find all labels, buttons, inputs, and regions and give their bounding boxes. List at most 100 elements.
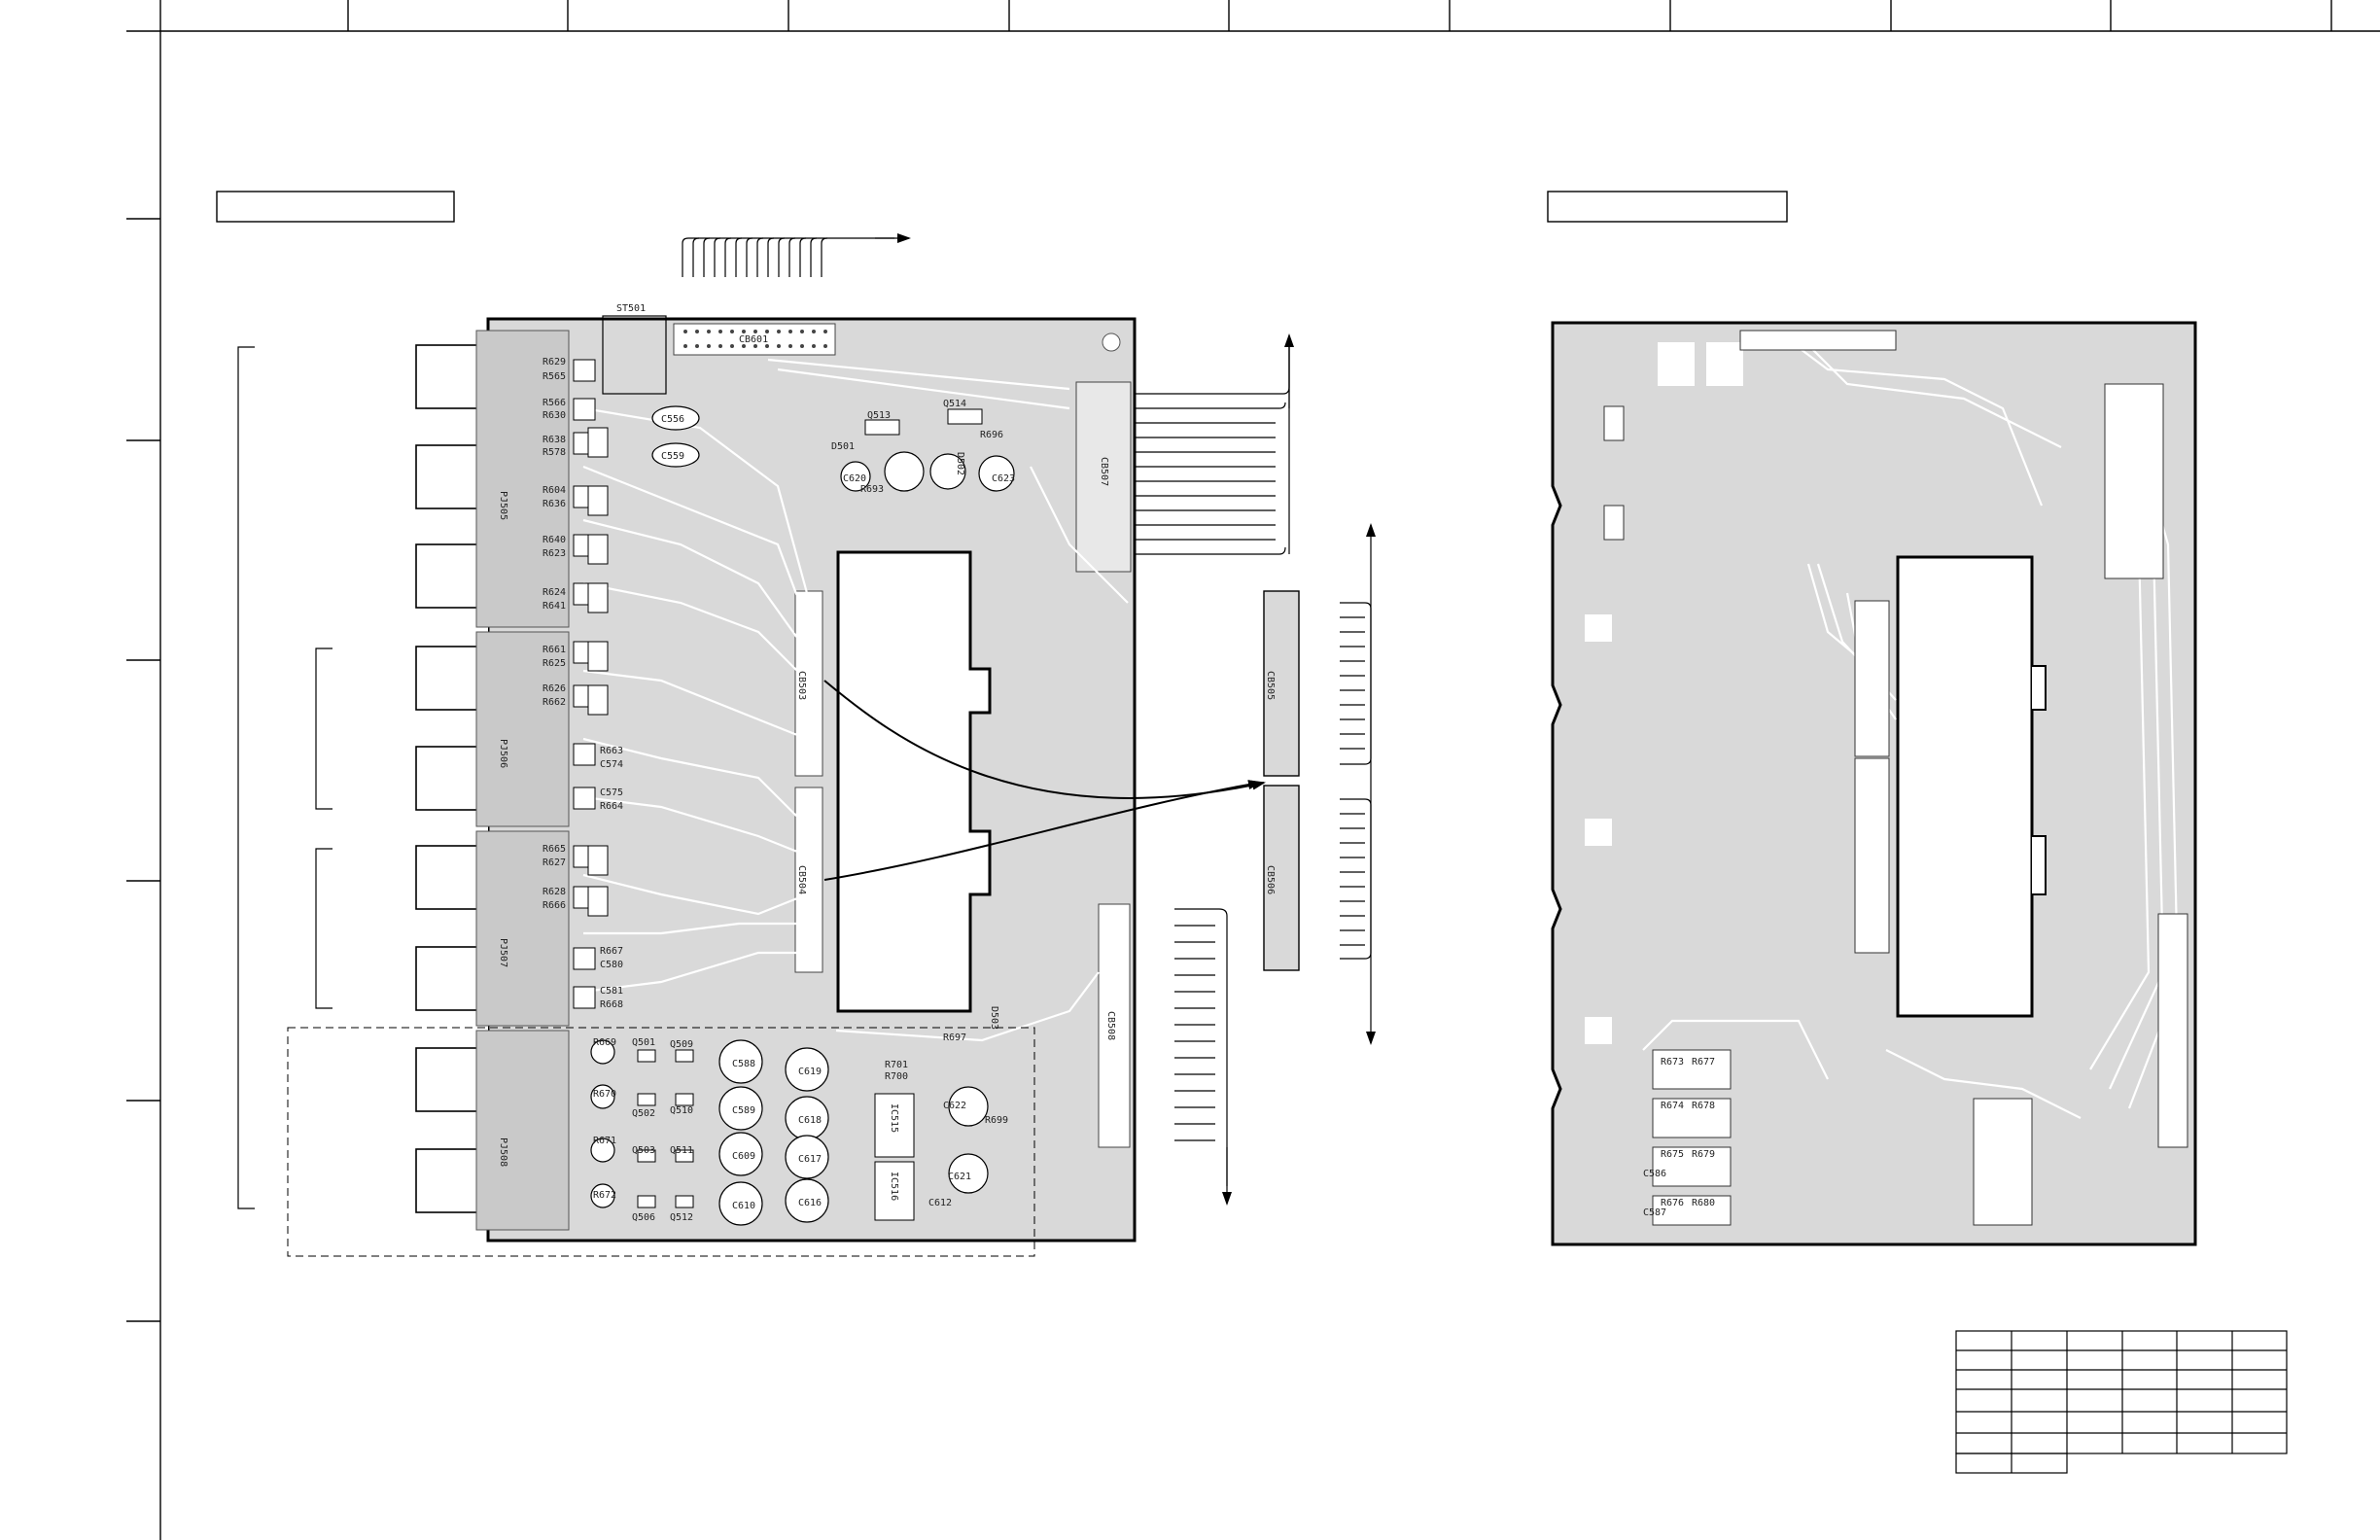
- svg-text:Q513: Q513: [867, 410, 891, 421]
- ic-516-label: IC516: [889, 1172, 899, 1201]
- svg-text:R663: R663: [600, 746, 623, 756]
- svg-text:C616: C616: [798, 1198, 822, 1208]
- svg-text:R629: R629: [542, 357, 566, 368]
- sheet-frame: [126, 0, 2380, 1540]
- svg-text:R680: R680: [1692, 1198, 1715, 1208]
- svg-text:Q506: Q506: [632, 1212, 655, 1223]
- svg-text:Q511: Q511: [670, 1145, 693, 1156]
- connector-cb506-label: CB506: [1265, 865, 1276, 894]
- jack-pj505-label: PJ505: [498, 491, 508, 520]
- svg-text:R696: R696: [980, 430, 1003, 440]
- svg-text:R641: R641: [542, 601, 566, 612]
- svg-text:C556: C556: [661, 414, 684, 425]
- diode-d503-label: D503: [989, 1006, 999, 1030]
- svg-text:R627: R627: [542, 858, 566, 868]
- svg-text:R638: R638: [542, 435, 566, 445]
- cable-fan-upper: [1136, 333, 1294, 555]
- svg-text:R566: R566: [542, 398, 566, 408]
- connector-cb601-label: CB601: [739, 334, 768, 345]
- connector-cb504-label: CB504: [796, 865, 807, 894]
- right-title-box: [1547, 191, 1788, 223]
- svg-text:D501: D501: [831, 441, 855, 452]
- svg-text:C581: C581: [600, 986, 623, 997]
- left-title-box: [216, 191, 455, 223]
- svg-text:C619: C619: [798, 1067, 822, 1077]
- svg-text:R677: R677: [1692, 1057, 1715, 1068]
- svg-text:R626: R626: [542, 683, 566, 694]
- svg-text:Q509: Q509: [670, 1039, 693, 1050]
- top-lead-fan: [682, 233, 911, 277]
- svg-text:C622: C622: [943, 1101, 966, 1111]
- svg-text:Q502: Q502: [632, 1108, 655, 1119]
- svg-text:C623: C623: [992, 473, 1015, 484]
- svg-text:R676: R676: [1661, 1198, 1684, 1208]
- floating-connectors: CB505 CB506: [1263, 523, 1376, 1045]
- svg-text:C588: C588: [732, 1059, 755, 1069]
- svg-text:R565: R565: [542, 371, 566, 382]
- left-brackets: [237, 346, 332, 1209]
- svg-text:R675: R675: [1661, 1149, 1684, 1160]
- svg-text:R700: R700: [885, 1071, 908, 1082]
- jumper-st501-label: ST501: [616, 303, 646, 314]
- svg-text:R665: R665: [542, 844, 566, 855]
- svg-text:R630: R630: [542, 410, 566, 421]
- svg-text:Q510: Q510: [670, 1105, 693, 1116]
- jack-pj508-label: PJ508: [498, 1138, 508, 1167]
- svg-text:C575: C575: [600, 788, 623, 798]
- dashed-region: [287, 1027, 1035, 1257]
- svg-text:Q512: Q512: [670, 1212, 693, 1223]
- connector-cb508-label: CB508: [1105, 1011, 1116, 1040]
- ic-515-label: IC515: [889, 1103, 899, 1133]
- svg-text:R669: R669: [593, 1037, 616, 1048]
- jack-pj507-label: PJ507: [498, 938, 508, 967]
- connector-cb505-label: CB505: [1265, 671, 1276, 700]
- svg-text:R662: R662: [542, 697, 566, 708]
- svg-text:C580: C580: [600, 960, 623, 970]
- svg-text:R624: R624: [542, 587, 566, 598]
- svg-text:R672: R672: [593, 1190, 616, 1201]
- diode-d502-label: D502: [955, 452, 965, 475]
- svg-text:R666: R666: [542, 900, 566, 911]
- svg-text:C620: C620: [843, 473, 866, 484]
- svg-text:R623: R623: [542, 548, 566, 559]
- svg-text:Q503: Q503: [632, 1145, 655, 1156]
- svg-text:C559: C559: [661, 451, 684, 462]
- svg-text:C609: C609: [732, 1151, 755, 1162]
- svg-text:C589: C589: [732, 1105, 755, 1116]
- svg-text:R625: R625: [542, 658, 566, 669]
- svg-text:R673: R673: [1661, 1057, 1684, 1068]
- svg-text:R701: R701: [885, 1060, 908, 1070]
- connector-cb503-label: CB503: [796, 671, 807, 700]
- svg-text:R699: R699: [985, 1115, 1008, 1126]
- svg-text:C621: C621: [948, 1172, 971, 1182]
- svg-text:R604: R604: [542, 485, 566, 496]
- jack-pj506-label: PJ506: [498, 739, 508, 768]
- svg-text:R664: R664: [600, 801, 623, 812]
- svg-text:R628: R628: [542, 887, 566, 897]
- svg-text:R679: R679: [1692, 1149, 1715, 1160]
- svg-text:C618: C618: [798, 1115, 822, 1126]
- svg-text:R661: R661: [542, 645, 566, 655]
- connection-arrows: [823, 680, 1266, 881]
- cable-fan-lower: [1174, 908, 1232, 1206]
- svg-text:C617: C617: [798, 1154, 822, 1165]
- connector-cb507-label: CB507: [1099, 457, 1109, 486]
- svg-text:R668: R668: [600, 999, 623, 1010]
- left-pcb-board: CB601 ST501: [413, 303, 1137, 1242]
- svg-text:C574: C574: [600, 759, 623, 770]
- svg-text:R670: R670: [593, 1089, 616, 1100]
- svg-text:C587: C587: [1643, 1208, 1666, 1218]
- svg-text:R671: R671: [593, 1136, 616, 1146]
- svg-text:R636: R636: [542, 499, 566, 509]
- svg-text:C610: C610: [732, 1201, 755, 1211]
- svg-text:R667: R667: [600, 946, 623, 957]
- svg-text:R693: R693: [860, 484, 884, 495]
- svg-text:Q501: Q501: [632, 1037, 655, 1048]
- svg-text:R697: R697: [943, 1032, 966, 1043]
- svg-text:R578: R578: [542, 447, 566, 458]
- svg-text:C586: C586: [1643, 1169, 1666, 1179]
- svg-text:R678: R678: [1692, 1101, 1715, 1111]
- svg-text:C612: C612: [928, 1198, 952, 1208]
